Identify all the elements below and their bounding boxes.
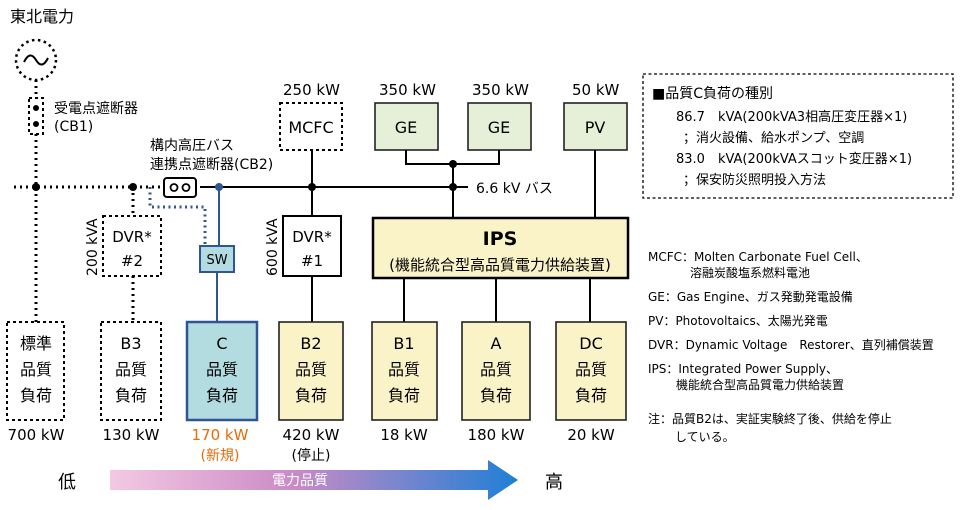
ge2-box bbox=[467, 102, 532, 151]
mcfc-label: MCFC bbox=[288, 118, 333, 137]
load-a-line2: 品質 bbox=[480, 360, 512, 379]
ips-subtitle: (機能統合型高品質電力供給装置) bbox=[389, 256, 611, 274]
dvr1-number: #1 bbox=[301, 252, 323, 270]
cb1-contact-icon bbox=[33, 121, 39, 127]
ge1-power: 350 kW bbox=[379, 81, 436, 99]
ge2-power: 350 kW bbox=[472, 81, 529, 99]
load-a-box bbox=[461, 321, 531, 421]
load-standard-kw: 700 kW bbox=[8, 426, 65, 444]
load-dc-line2: 品質 bbox=[575, 360, 607, 379]
pv-box bbox=[563, 102, 628, 151]
cb1-label: 受電点遮断器 bbox=[54, 101, 138, 117]
load-c-note: (新規) bbox=[201, 448, 240, 464]
load-b1-line3: 負荷 bbox=[388, 386, 420, 405]
load-b3-line2: 品質 bbox=[115, 360, 147, 379]
legend-mcfc-ja: 溶融炭酸塩系燃料電池 bbox=[690, 265, 810, 280]
load-c-line1: C bbox=[216, 334, 227, 353]
load-c-line3: 負荷 bbox=[206, 386, 238, 405]
load-dc-kw: 20 kW bbox=[567, 426, 615, 444]
load-c-kw: 170 kW bbox=[192, 426, 249, 444]
cb2-label: 連携点遮断器(CB2) bbox=[150, 157, 273, 173]
ge1-label: GE bbox=[395, 118, 418, 137]
load-standard-line2: 品質 bbox=[20, 360, 52, 379]
bus-label: 構内高圧バス bbox=[150, 137, 234, 154]
bus-node bbox=[32, 183, 40, 191]
legend-mcfc: MCFC：Molten Carbonate Fuel Cell、 bbox=[648, 250, 868, 264]
dvr2-label: DVR* bbox=[112, 228, 152, 246]
sw-box bbox=[199, 245, 235, 273]
load-c-line2: 品質 bbox=[206, 360, 238, 379]
load-dc-line1: DC bbox=[579, 334, 603, 353]
cb1-contact-icon bbox=[33, 105, 39, 111]
load-b1-box bbox=[371, 321, 438, 421]
load-b3-kw: 130 kW bbox=[103, 426, 160, 444]
mcfc-box bbox=[279, 102, 343, 151]
quality-high-label: 高 bbox=[545, 472, 563, 493]
load-b3-line3: 負荷 bbox=[115, 386, 147, 405]
dvr1-label: DVR* bbox=[292, 228, 332, 246]
quality-arrow bbox=[110, 460, 518, 500]
ge2-label: GE bbox=[488, 118, 511, 137]
load-c-box bbox=[185, 320, 259, 422]
ge1-box bbox=[374, 102, 439, 151]
dvr2-box bbox=[102, 215, 162, 277]
load-b2-line3: 負荷 bbox=[295, 386, 327, 405]
info-line: 83.0 kVA(200kVAスコット変圧器×1) bbox=[676, 151, 912, 167]
sine-wave-icon bbox=[23, 54, 49, 66]
dvr2-rating: 200 kVA bbox=[85, 218, 101, 276]
load-a-line3: 負荷 bbox=[480, 386, 512, 405]
quality-label: 電力品質 bbox=[272, 473, 328, 489]
c-load-info-box bbox=[642, 73, 954, 199]
mcfc-power: 250 kW bbox=[283, 81, 340, 99]
legend-pv: PV：Photovoltaics、太陽光発電 bbox=[648, 313, 828, 328]
load-standard-line3: 負荷 bbox=[20, 386, 52, 405]
load-b3-line1: B3 bbox=[120, 334, 141, 353]
pv-label: PV bbox=[585, 118, 606, 137]
cb2-contact-icon bbox=[181, 183, 191, 192]
dvr2-number: #2 bbox=[121, 252, 143, 270]
legend-note: 注：品質B2は、実証実験終了後、供給を停止 bbox=[648, 411, 892, 426]
load-standard-line1: 標準 bbox=[20, 334, 52, 353]
info-title: ■品質C負荷の種別 bbox=[652, 86, 773, 102]
quality-low-label: 低 bbox=[58, 472, 76, 493]
legend-note-cont: している。 bbox=[675, 430, 735, 444]
legend-ips-ja: 機能統合型高品質電力供給装置 bbox=[676, 377, 844, 392]
load-b2-box bbox=[278, 321, 344, 421]
dvr1-rating: 600 kVA bbox=[265, 218, 281, 276]
sw-label: SW bbox=[206, 253, 227, 268]
load-a-line1: A bbox=[491, 334, 502, 353]
load-b2-line1: B2 bbox=[300, 334, 321, 353]
cb1-breaker-icon bbox=[28, 97, 44, 135]
load-b2-note: (停止) bbox=[292, 447, 331, 464]
bus-voltage-label: 6.6 kV バス bbox=[476, 181, 553, 197]
cb2-contact-icon bbox=[169, 183, 179, 192]
load-b1-kw: 18 kW bbox=[380, 426, 428, 444]
load-dc-box bbox=[555, 321, 627, 421]
legend-ips: IPS：Integrated Power Supply、 bbox=[648, 362, 838, 376]
info-line: ；保安防災照明投入方法 bbox=[683, 172, 826, 188]
load-b2-kw: 420 kW bbox=[283, 426, 340, 444]
pv-power: 50 kW bbox=[572, 81, 620, 99]
load-b1-line1: B1 bbox=[393, 334, 414, 353]
load-standard-box bbox=[6, 321, 65, 421]
load-b1-line2: 品質 bbox=[388, 360, 420, 379]
cb1-code: (CB1) bbox=[54, 119, 93, 135]
info-line: 86.7 kVA(200kVA3相高圧変圧器×1) bbox=[676, 109, 907, 125]
legend-ge: GE：Gas Engine、ガス発動発電設備 bbox=[648, 289, 853, 304]
load-dc-line3: 負荷 bbox=[575, 386, 607, 405]
load-a-kw: 180 kW bbox=[468, 426, 525, 444]
load-b2-line2: 品質 bbox=[295, 360, 327, 379]
legend-dvr: DVR：Dynamic Voltage Restorer、直列補償装置 bbox=[648, 338, 934, 352]
info-line: ；消火設備、給水ポンプ、空調 bbox=[683, 130, 864, 146]
cb2-breaker-icon bbox=[163, 177, 197, 198]
load-b3-box bbox=[100, 321, 162, 421]
source-label: 東北電力 bbox=[10, 7, 74, 26]
ips-title: IPS bbox=[483, 228, 518, 250]
ips-box bbox=[371, 216, 630, 280]
c-backup-line bbox=[148, 187, 207, 246]
